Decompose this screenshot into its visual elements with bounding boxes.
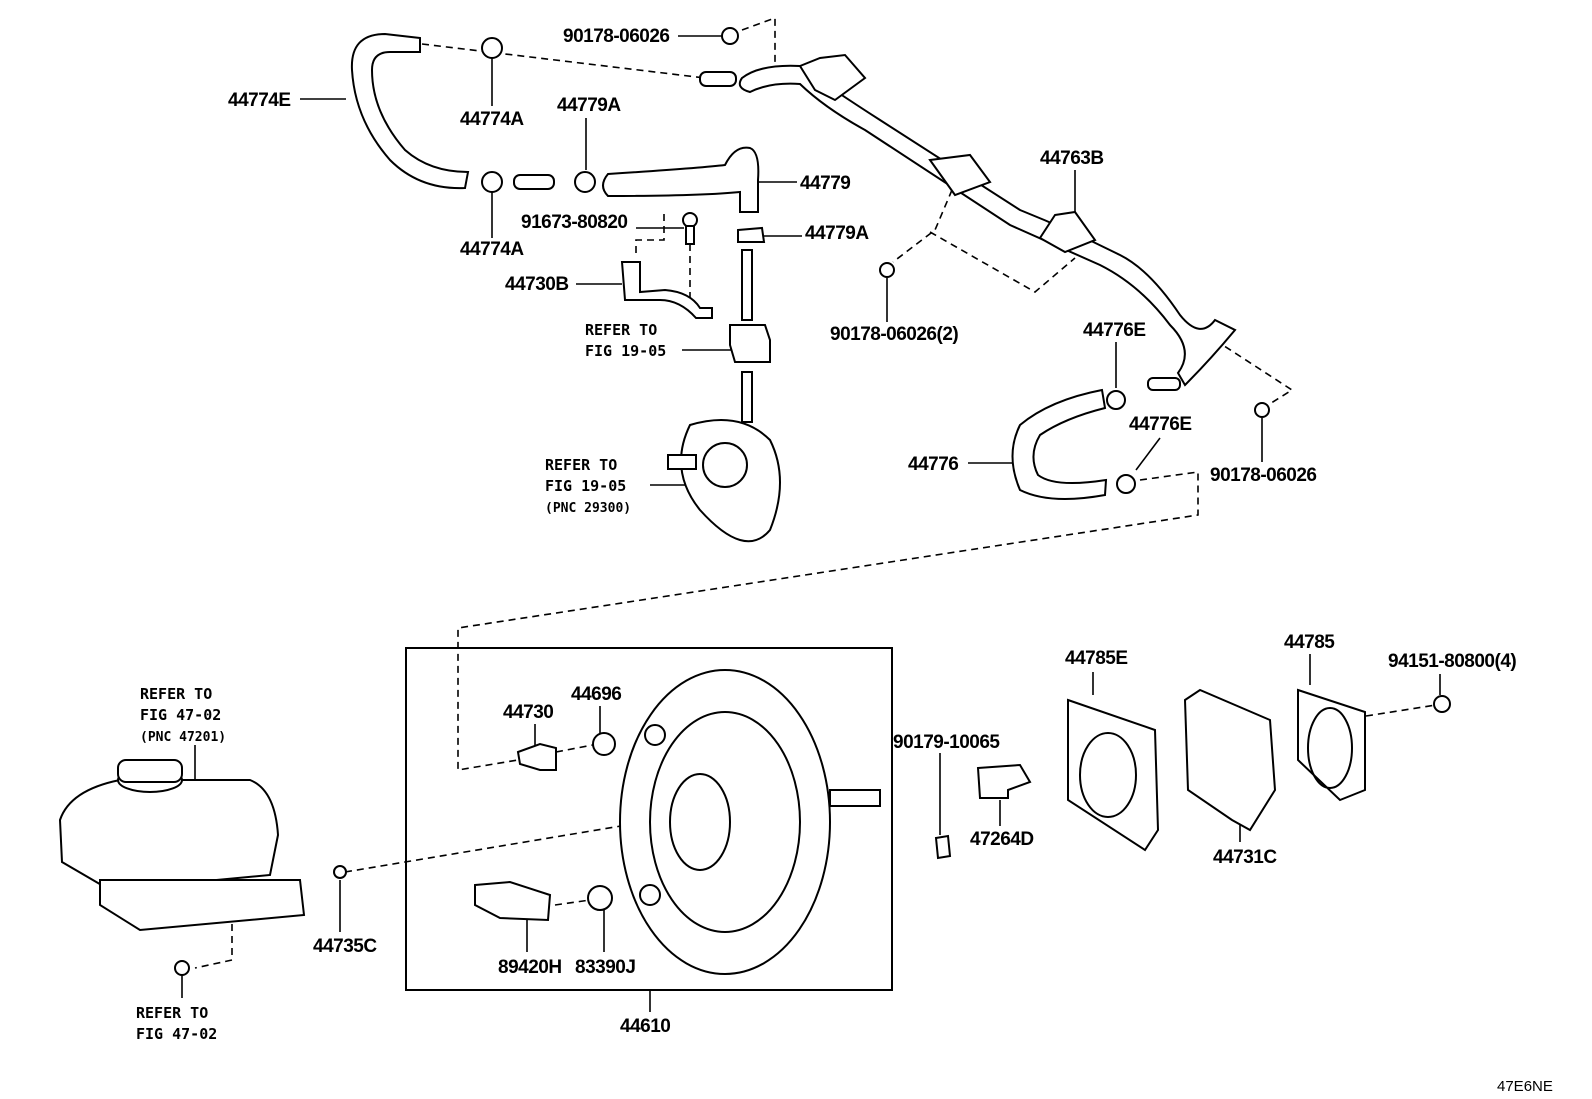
svg-text:FIG 47-02: FIG 47-02	[136, 1025, 217, 1043]
leader-lines	[181, 35, 1441, 1012]
label-44763B[interactable]: 44763B	[1040, 148, 1104, 169]
vacuum-pump	[667, 419, 781, 543]
svg-text:REFER TO: REFER TO	[545, 456, 617, 474]
svg-text:REFER TO: REFER TO	[136, 1004, 208, 1022]
clamp-icon	[481, 27, 739, 193]
assembly-lines	[194, 16, 1437, 969]
hose-44776	[879, 262, 1270, 500]
svg-text:FIG 19-05: FIG 19-05	[545, 477, 626, 495]
pipe-44763B	[738, 53, 1237, 391]
label-44776[interactable]: 44776	[908, 454, 959, 475]
diagram-code: 47E6NE	[1497, 1078, 1553, 1095]
label-89420H[interactable]: 89420H	[498, 957, 562, 978]
refer-fig-47-02-a[interactable]: REFER TO FIG 47-02 (PNC 47201)	[140, 685, 226, 745]
label-90178-06026-right[interactable]: 90178-06026	[1210, 465, 1317, 486]
label-90178-06026-2[interactable]: 90178-06026(2)	[830, 324, 959, 345]
booster-assembly-box	[405, 647, 893, 991]
hose-44774E	[350, 32, 470, 190]
hose-44779	[602, 146, 760, 213]
label-44735C[interactable]: 44735C	[313, 936, 378, 957]
label-44774A-bottom[interactable]: 44774A	[460, 239, 525, 260]
label-83390J[interactable]: 83390J	[575, 957, 636, 978]
label-44785E[interactable]: 44785E	[1065, 648, 1128, 669]
label-94151-80800[interactable]: 94151-80800(4)	[1388, 651, 1517, 672]
label-44610[interactable]: 44610	[620, 1016, 671, 1037]
bolt-icon	[682, 212, 766, 245]
part-labels: 90178-06026 44774E 44774A 44779A 44779 9…	[228, 26, 1517, 1037]
refer-notes: REFER TO FIG 19-05 REFER TO FIG 19-05 (P…	[136, 321, 666, 1043]
label-44776E-bottom[interactable]: 44776E	[1129, 414, 1192, 435]
bracket-44730B	[620, 261, 713, 319]
svg-text:FIG 19-05: FIG 19-05	[585, 342, 666, 360]
check-valve-icon	[729, 249, 771, 423]
svg-text:(PNC 29300): (PNC 29300)	[545, 501, 631, 516]
label-44779A-top[interactable]: 44779A	[557, 95, 622, 116]
brake-booster	[619, 669, 881, 975]
label-90179-10065[interactable]: 90179-10065	[893, 732, 1001, 753]
svg-text:REFER TO: REFER TO	[140, 685, 212, 703]
label-44731C[interactable]: 44731C	[1213, 847, 1278, 868]
refer-fig-19-05-a[interactable]: REFER TO FIG 19-05	[585, 321, 666, 360]
label-91673-80820[interactable]: 91673-80820	[521, 212, 628, 233]
refer-fig-47-02-b[interactable]: REFER TO FIG 47-02	[136, 1004, 217, 1043]
label-44779[interactable]: 44779	[800, 173, 851, 194]
svg-text:FIG 47-02: FIG 47-02	[140, 706, 221, 724]
label-44730B[interactable]: 44730B	[505, 274, 569, 295]
svg-text:(PNC 47201): (PNC 47201)	[140, 730, 226, 745]
label-47264D[interactable]: 47264D	[970, 829, 1034, 850]
refer-fig-19-05-b[interactable]: REFER TO FIG 19-05 (PNC 29300)	[545, 456, 631, 516]
booster-small-parts	[333, 732, 616, 922]
label-44730[interactable]: 44730	[503, 702, 554, 723]
label-44779A[interactable]: 44779A	[805, 223, 870, 244]
label-90178-06026-top[interactable]: 90178-06026	[563, 26, 670, 47]
svg-text:REFER TO: REFER TO	[585, 321, 657, 339]
mounting-parts	[934, 688, 1451, 860]
reservoir-master-cylinder	[58, 759, 306, 976]
label-44776E-top[interactable]: 44776E	[1083, 320, 1146, 341]
label-44774E[interactable]: 44774E	[228, 90, 291, 111]
label-44774A-top[interactable]: 44774A	[460, 109, 525, 130]
label-44785[interactable]: 44785	[1284, 632, 1336, 653]
label-44696[interactable]: 44696	[571, 684, 622, 705]
